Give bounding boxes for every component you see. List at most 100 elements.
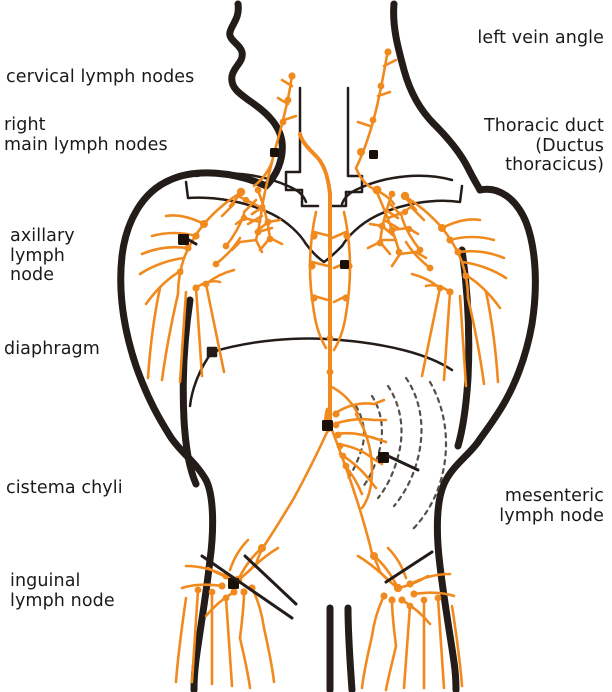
label-line: lymph [10, 245, 65, 266]
leader-lines-group [187, 238, 434, 620]
right-inguinal-down-3 [402, 604, 412, 690]
node-bead [202, 280, 210, 288]
lymph-node-beads-group [176, 48, 470, 610]
right-axillary-branch-3 [456, 249, 506, 260]
right-axillary-down-1 [466, 296, 486, 386]
left-shoulder-arm-outline [117, 169, 270, 440]
left-inguinal-branch-2 [180, 583, 224, 590]
mesenteric-leader-line [386, 454, 420, 472]
intestine-coil-2 [376, 384, 403, 500]
highlighted-node-markers-group [178, 148, 389, 589]
label-line: node [10, 265, 55, 286]
left-inguinal-up-3 [228, 538, 250, 572]
node-bead [308, 262, 316, 270]
left-inguinal-down-3 [224, 596, 234, 688]
node-bead [369, 116, 377, 124]
node-bead [378, 222, 386, 230]
right-jugular-branch-a [280, 78, 294, 88]
node-bead [405, 225, 413, 233]
left-inguinal-down-5 [262, 626, 276, 684]
left-jugular-branch-a [382, 58, 398, 68]
node-bead [192, 232, 200, 240]
node-bead [406, 602, 414, 610]
right-inguinal-branch-4 [390, 598, 398, 648]
mediastinal-tail-left [312, 310, 328, 350]
label-line: axillary [10, 226, 75, 246]
node-bead [332, 410, 340, 418]
node-bead [310, 294, 318, 302]
right-axillary-feather-4 [382, 218, 400, 230]
node-bead [208, 588, 216, 596]
node-bead [200, 220, 208, 228]
right-main-node-marker [369, 150, 378, 159]
mesenteric-fan-3 [334, 431, 376, 440]
mediastinal-cross-1 [312, 230, 332, 238]
left-inguinal-branch-3 [204, 590, 236, 618]
node-bead [376, 239, 384, 247]
right-inguinal-down-5 [360, 634, 374, 690]
node-bead [184, 244, 192, 252]
node-bead [212, 260, 220, 268]
mesenteric-node-marker [378, 452, 389, 463]
neck-right-contour [226, 0, 286, 190]
node-bead [279, 118, 287, 126]
node-bead [377, 82, 385, 90]
label-line: mesenteric [504, 486, 604, 506]
right-axillary-down-4 [420, 286, 442, 378]
mesenteric-arcade [354, 412, 374, 510]
node-bead [398, 596, 406, 604]
mediastinal-cross-3 [310, 260, 330, 268]
node-bead [240, 214, 248, 222]
cistema-leader-line [243, 554, 298, 606]
neck-left-contour [390, 0, 484, 194]
node-bead [236, 187, 246, 197]
abdominal-trunk-right [328, 384, 360, 416]
right-hilar-branch-5 [390, 252, 402, 268]
node-bead [339, 452, 347, 460]
right-axillary-branch-4 [460, 260, 508, 280]
label-line: right [4, 115, 46, 135]
node-bead [446, 288, 454, 296]
left-inguinal-down-4 [238, 636, 252, 690]
thoracic-duct-node-marker [340, 260, 349, 269]
right-axillary-node-stem [460, 260, 470, 300]
node-bead [388, 596, 396, 604]
label-line: inguinal [10, 571, 81, 591]
node-bead [254, 228, 262, 236]
left-axillary-down-3 [194, 286, 204, 378]
node-bead [406, 580, 414, 588]
node-bead [357, 148, 365, 156]
left-inguinal-down-1 [190, 588, 200, 684]
node-bead [462, 272, 470, 280]
right-inguinal-up-3 [386, 546, 408, 580]
left-axillary-branch-4 [138, 256, 186, 276]
left-axillary-down-4 [204, 282, 226, 374]
label-line: Thoracic duct [483, 116, 604, 136]
node-bead [380, 592, 388, 600]
right-jugular-branch-c [282, 114, 298, 122]
node-bead [254, 186, 262, 194]
right-axillary-down-5 [484, 290, 500, 384]
left-axillary-node-stem [176, 256, 186, 296]
node-bead [410, 590, 418, 598]
left-axillary-branch-2 [150, 231, 198, 238]
node-bead [326, 368, 334, 376]
right-inguinal-down-6 [450, 604, 464, 688]
node-bead [446, 236, 454, 244]
right-torso-outline [433, 438, 482, 692]
node-bead [372, 185, 382, 195]
right-pectoral-trunk [378, 192, 394, 244]
left-axillary-feather-2 [220, 202, 236, 218]
left-pectoral-trunk [256, 188, 272, 240]
right-inguinal-branch-2 [412, 591, 456, 598]
mediastinal-cross-2 [330, 230, 348, 240]
right-axillary-feather-2 [410, 206, 426, 222]
right-axillary-branch-1 [440, 218, 482, 230]
thoracic-duct-upper-arch [298, 132, 332, 196]
node-bead [258, 544, 266, 552]
left-jugular-branch-c [356, 120, 372, 128]
